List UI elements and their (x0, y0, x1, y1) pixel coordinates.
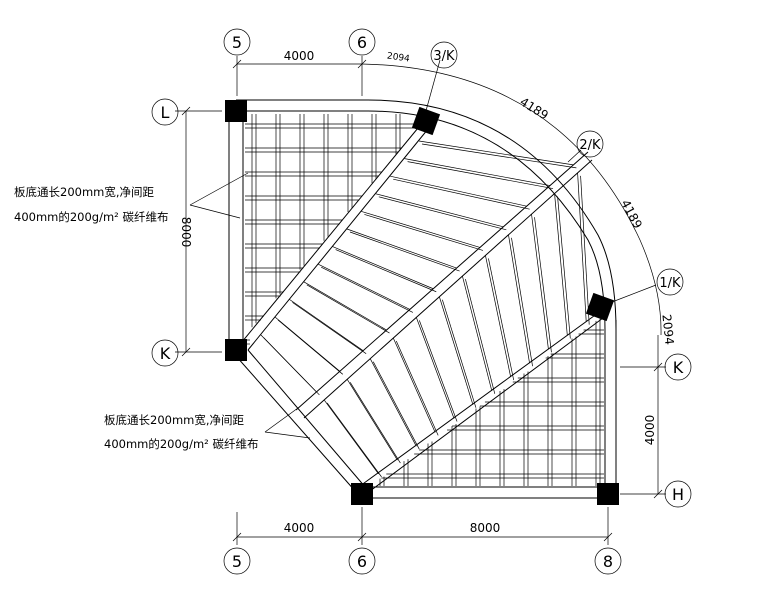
diagonal-strip-line (335, 249, 437, 293)
diagonal-strip-line (465, 279, 496, 394)
axis-bubble-top-5 (223, 28, 251, 56)
diagonal-strip-line (303, 281, 387, 331)
diagonal-strip-line (321, 266, 414, 313)
axis-bubble-top-6 (348, 28, 376, 56)
note-1-line-1: 板底通长200mm宽,净间距 (14, 185, 155, 199)
slab-outline (228, 99, 617, 499)
axis-label-diag-1K: 1/K (659, 276, 681, 291)
note-2-line-2: 400mm的200g/m² 碳纤维布 (104, 437, 258, 451)
dim-arc-d: 2094 (659, 314, 676, 346)
column-8-H (597, 483, 619, 505)
axis-bubble-left-K (151, 339, 179, 367)
diagonal-strip-line (332, 246, 434, 290)
axis-label-top-5: 5 (232, 33, 242, 52)
cfrp-strip-grids (245, 114, 604, 486)
axis-bubble-bottom-8 (594, 547, 622, 575)
column-5-K (225, 339, 247, 361)
dim-bottom-5-6: 4000 (284, 521, 315, 535)
diagonal-strip-line (306, 284, 390, 334)
diagonal-strip-line (346, 379, 398, 461)
column-3K (411, 106, 441, 136)
diagonal-strip-line (274, 316, 341, 372)
diagonal-strip-line (421, 143, 577, 169)
dim-bottom-6-8: 8000 (470, 521, 501, 535)
axis-label-right-K: K (673, 358, 684, 377)
diagonal-strip-line (439, 296, 474, 405)
axis-bubble-bottom-6 (348, 547, 376, 575)
dimension-lines (175, 56, 666, 545)
axis-bubble-left-L (151, 98, 179, 126)
axis-bubble-diag-2K (576, 130, 604, 158)
diagonal-strip-line (485, 255, 512, 378)
diagonal-strip-line (263, 337, 320, 396)
axis-bubble-top-3K (430, 41, 458, 69)
axis-label-right-H: H (672, 485, 684, 504)
diagonal-strip-line (415, 317, 455, 419)
diagonal-strip-line (557, 196, 571, 339)
diagonal-strip-line (508, 234, 530, 364)
diagonal-strip-line (488, 258, 515, 381)
dim-right-K-H: 4000 (643, 415, 657, 446)
diagonal-strip-line (580, 175, 590, 325)
diagonal-strip-line (531, 214, 549, 350)
axis-bubble-diag-1K (656, 268, 684, 296)
diagonal-strip-line (323, 399, 379, 475)
diagonal-strip-line (326, 402, 382, 478)
axis-label-bottom-5: 5 (232, 552, 242, 571)
axis-bubbles (151, 28, 692, 575)
axis-label-left-L: L (161, 103, 170, 122)
diagonal-strip-line (577, 172, 587, 322)
diagonal-strip-line (392, 337, 436, 433)
axis-label-top-3K: 3/K (433, 49, 455, 64)
diagonal-strip-line (292, 302, 367, 354)
diagonal-strip-line (349, 382, 401, 464)
diagonal-strip-line (442, 299, 477, 408)
diagonal-strip-line (395, 340, 439, 436)
diagonal-strip-line (393, 178, 530, 210)
dim-arc-c: 4189 (618, 197, 645, 231)
column-6-H (351, 483, 373, 505)
diagonal-strip-line (462, 276, 493, 391)
note-1-line-2: 400mm的200g/m² 碳纤维布 (14, 210, 168, 224)
axis-label-bottom-6: 6 (357, 552, 367, 571)
diagonal-strip-line (369, 358, 417, 447)
diagonal-strip-line (418, 140, 574, 166)
dim-arc-b: 4189 (517, 95, 550, 123)
diagonal-strip-line (375, 193, 504, 228)
note-2-line-1: 板底通长200mm宽,净间距 (104, 413, 245, 427)
diagonal-strip-line (390, 175, 527, 207)
diagonal-strip-line (511, 237, 533, 367)
diagonal-strip-line (378, 196, 507, 231)
axis-label-bottom-8: 8 (603, 552, 613, 571)
diagonal-beams (236, 127, 604, 495)
axis-label-diag-2K: 2/K (579, 138, 601, 153)
axis-label-left-K: K (160, 344, 171, 363)
columns (225, 100, 619, 505)
diagonal-strip-line (407, 161, 554, 189)
axis-bubble-right-K (664, 353, 692, 381)
axis-label-top-6: 6 (357, 33, 367, 52)
diagonal-strip-line (277, 319, 344, 375)
diagonal-strip-line (372, 361, 420, 450)
axis-bubble-bottom-5 (223, 547, 251, 575)
axis-bubble-right-H (664, 480, 692, 508)
dim-left-L-K: 8000 (179, 217, 193, 248)
dim-top-5-6: 4000 (284, 49, 315, 63)
diagonal-strip-line (318, 263, 411, 310)
dim-arc-a: 2094 (386, 51, 410, 64)
column-1K (585, 292, 615, 322)
diagonal-strip-line (349, 231, 460, 272)
diagonal-strip-line (364, 214, 484, 251)
diagonal-cfrp-strips (260, 140, 590, 478)
diagonal-strip-line (404, 158, 551, 186)
diagonal-strip-line (554, 193, 568, 336)
diagonal-strip-line (346, 228, 457, 269)
diagonal-strip-line (418, 320, 458, 422)
diagonal-strip-line (361, 211, 481, 248)
diagonal-strip-line (534, 217, 552, 353)
diagonal-strip-line (289, 299, 364, 351)
column-5-L (225, 100, 247, 122)
